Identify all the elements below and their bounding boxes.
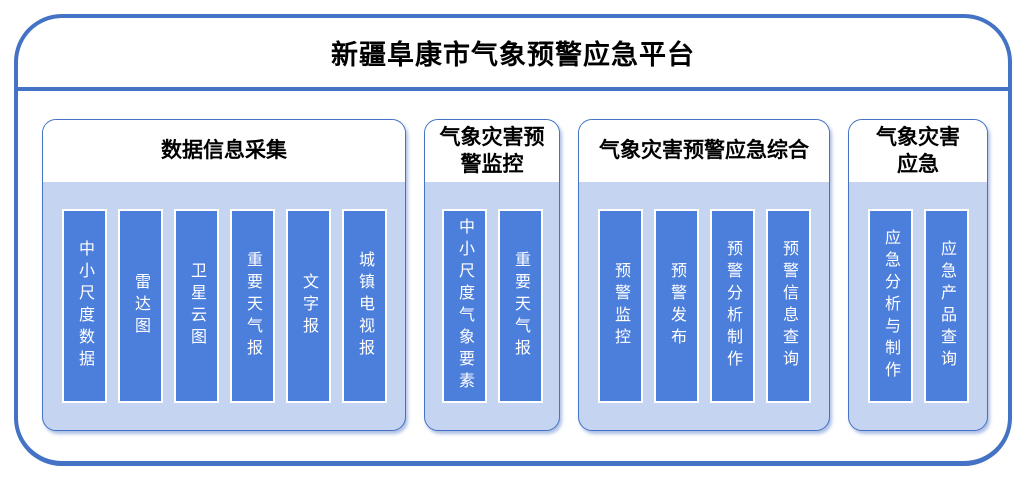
section-disaster-emergency: 气象灾害 应急 应急分析与制作 应急产品查询 [848, 119, 988, 431]
section-body: 中小尺度数据 雷达图 卫星云图 重要天气报 文字报 城镇电视报 [43, 182, 405, 430]
pillar-item: 文字报 [285, 209, 331, 403]
section-body: 应急分析与制作 应急产品查询 [849, 182, 987, 430]
section-body: 预警监控 预警发布 预警分析制作 预警信息查询 [579, 182, 829, 430]
pillar-item: 中小尺度数据 [61, 209, 107, 403]
pillar-item: 应急产品查询 [923, 209, 969, 403]
section-warning-emergency-comprehensive: 气象灾害预警应急综合 预警监控 预警发布 预警分析制作 预警信息查询 [578, 119, 830, 431]
title-bar: 新疆阜康市气象预警应急平台 [18, 18, 1008, 91]
pillar-item: 重要天气报 [229, 209, 275, 403]
section-data-collection: 数据信息采集 中小尺度数据 雷达图 卫星云图 重要天气报 文字报 城镇电视报 [42, 119, 406, 431]
pillar-item: 重要天气报 [497, 209, 543, 403]
pillar-item: 中小尺度气象要素 [441, 209, 487, 403]
sections-row: 数据信息采集 中小尺度数据 雷达图 卫星云图 重要天气报 文字报 城镇电视报 气… [18, 91, 1008, 431]
pillar-item: 预警监控 [597, 209, 643, 403]
pillar-item: 预警发布 [653, 209, 699, 403]
platform-frame: 新疆阜康市气象预警应急平台 数据信息采集 中小尺度数据 雷达图 卫星云图 重要天… [14, 14, 1012, 466]
section-header: 气象灾害预 警监控 [425, 120, 559, 182]
section-body: 中小尺度气象要素 重要天气报 [425, 182, 559, 430]
pillar-item: 应急分析与制作 [867, 209, 913, 403]
section-header: 气象灾害 应急 [849, 120, 987, 182]
section-header: 气象灾害预警应急综合 [579, 120, 829, 182]
page-title: 新疆阜康市气象预警应急平台 [331, 40, 695, 70]
pillar-item: 卫星云图 [173, 209, 219, 403]
pillar-item: 雷达图 [117, 209, 163, 403]
pillar-item: 城镇电视报 [341, 209, 387, 403]
pillar-item: 预警分析制作 [709, 209, 755, 403]
pillar-item: 预警信息查询 [765, 209, 811, 403]
section-header: 数据信息采集 [43, 120, 405, 182]
section-warning-monitoring: 气象灾害预 警监控 中小尺度气象要素 重要天气报 [424, 119, 560, 431]
